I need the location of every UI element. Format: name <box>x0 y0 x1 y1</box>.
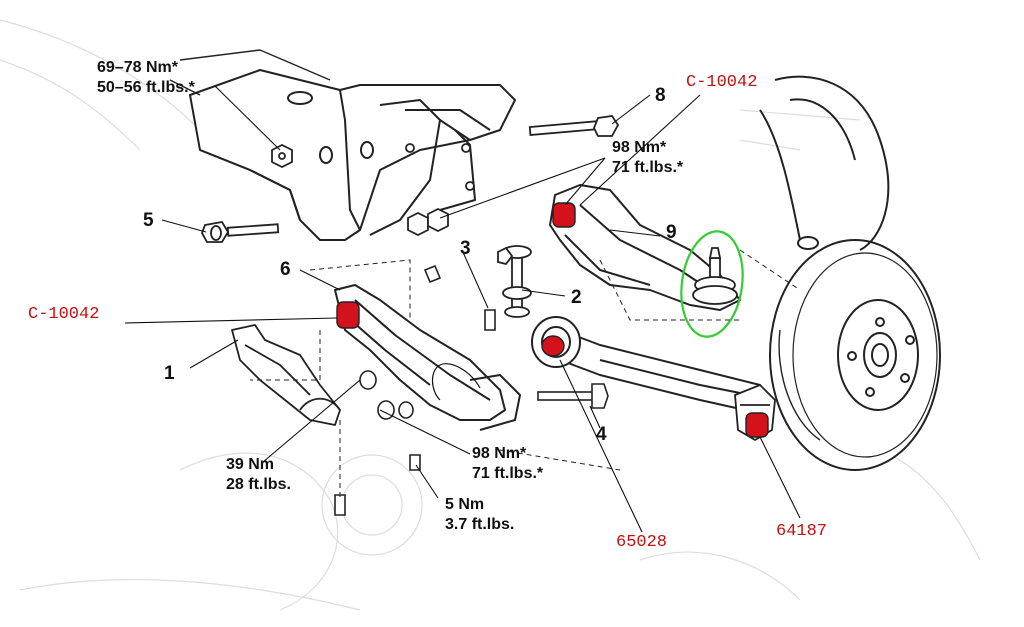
callout-2: 2 <box>571 287 582 308</box>
bolt-5 <box>201 221 280 243</box>
bushing-lateral-link <box>541 335 565 357</box>
ball-joint <box>692 247 738 305</box>
torque-t1-nm: 69–78 Nm* <box>97 59 179 76</box>
callout-8: 8 <box>655 85 666 106</box>
part-number-center: 65028 <box>616 533 667 552</box>
callout-1: 1 <box>164 363 175 384</box>
bushings-highlighted <box>336 202 769 438</box>
torque-t2-nm: 98 Nm* <box>612 139 667 156</box>
part-number-left: C-10042 <box>28 305 99 324</box>
bushing-lower-arm <box>336 301 360 329</box>
ball-joint-highlight <box>680 230 744 338</box>
bushing-knuckle <box>745 412 769 438</box>
lower-control-arm-6 <box>334 284 521 431</box>
callout-3: 3 <box>460 238 471 259</box>
background-ghost-art <box>0 19 981 611</box>
crossmember <box>169 49 516 241</box>
torque-t3-nm: 39 Nm <box>226 456 274 473</box>
bolt-8 <box>528 115 620 137</box>
crossmember-nuts <box>271 143 475 237</box>
stabilizer-link-2 <box>497 245 532 318</box>
bushing-upper-arm <box>552 202 576 228</box>
torque-t2-ftlbs: 71 ft.lbs.* <box>612 159 684 176</box>
callout-9: 9 <box>666 222 677 243</box>
torque-t4-ftlbs: 71 ft.lbs.* <box>472 465 544 482</box>
strut-tower <box>759 75 890 251</box>
torque-t5-nm: 5 Nm <box>445 496 484 513</box>
torque-t1-ftlbs: 50–56 ft.lbs.* <box>97 79 196 96</box>
upper-control-arm-9 <box>549 184 741 311</box>
part-number-right: 64187 <box>776 522 827 541</box>
callout-6: 6 <box>280 259 291 280</box>
leader-lines <box>124 85 801 533</box>
hose-bracket-1 <box>231 324 341 426</box>
phantom-lines <box>250 249 801 500</box>
torque-t3-ftlbs: 28 ft.lbs. <box>226 476 291 493</box>
brake-drum <box>769 239 941 471</box>
torque-t5-ftlbs: 3.7 ft.lbs. <box>445 516 514 533</box>
torque-t4-nm: 98 Nm* <box>472 445 527 462</box>
callout-4: 4 <box>596 424 607 445</box>
part-number-upper-right: C-10042 <box>686 73 757 92</box>
callout-5: 5 <box>143 210 154 231</box>
